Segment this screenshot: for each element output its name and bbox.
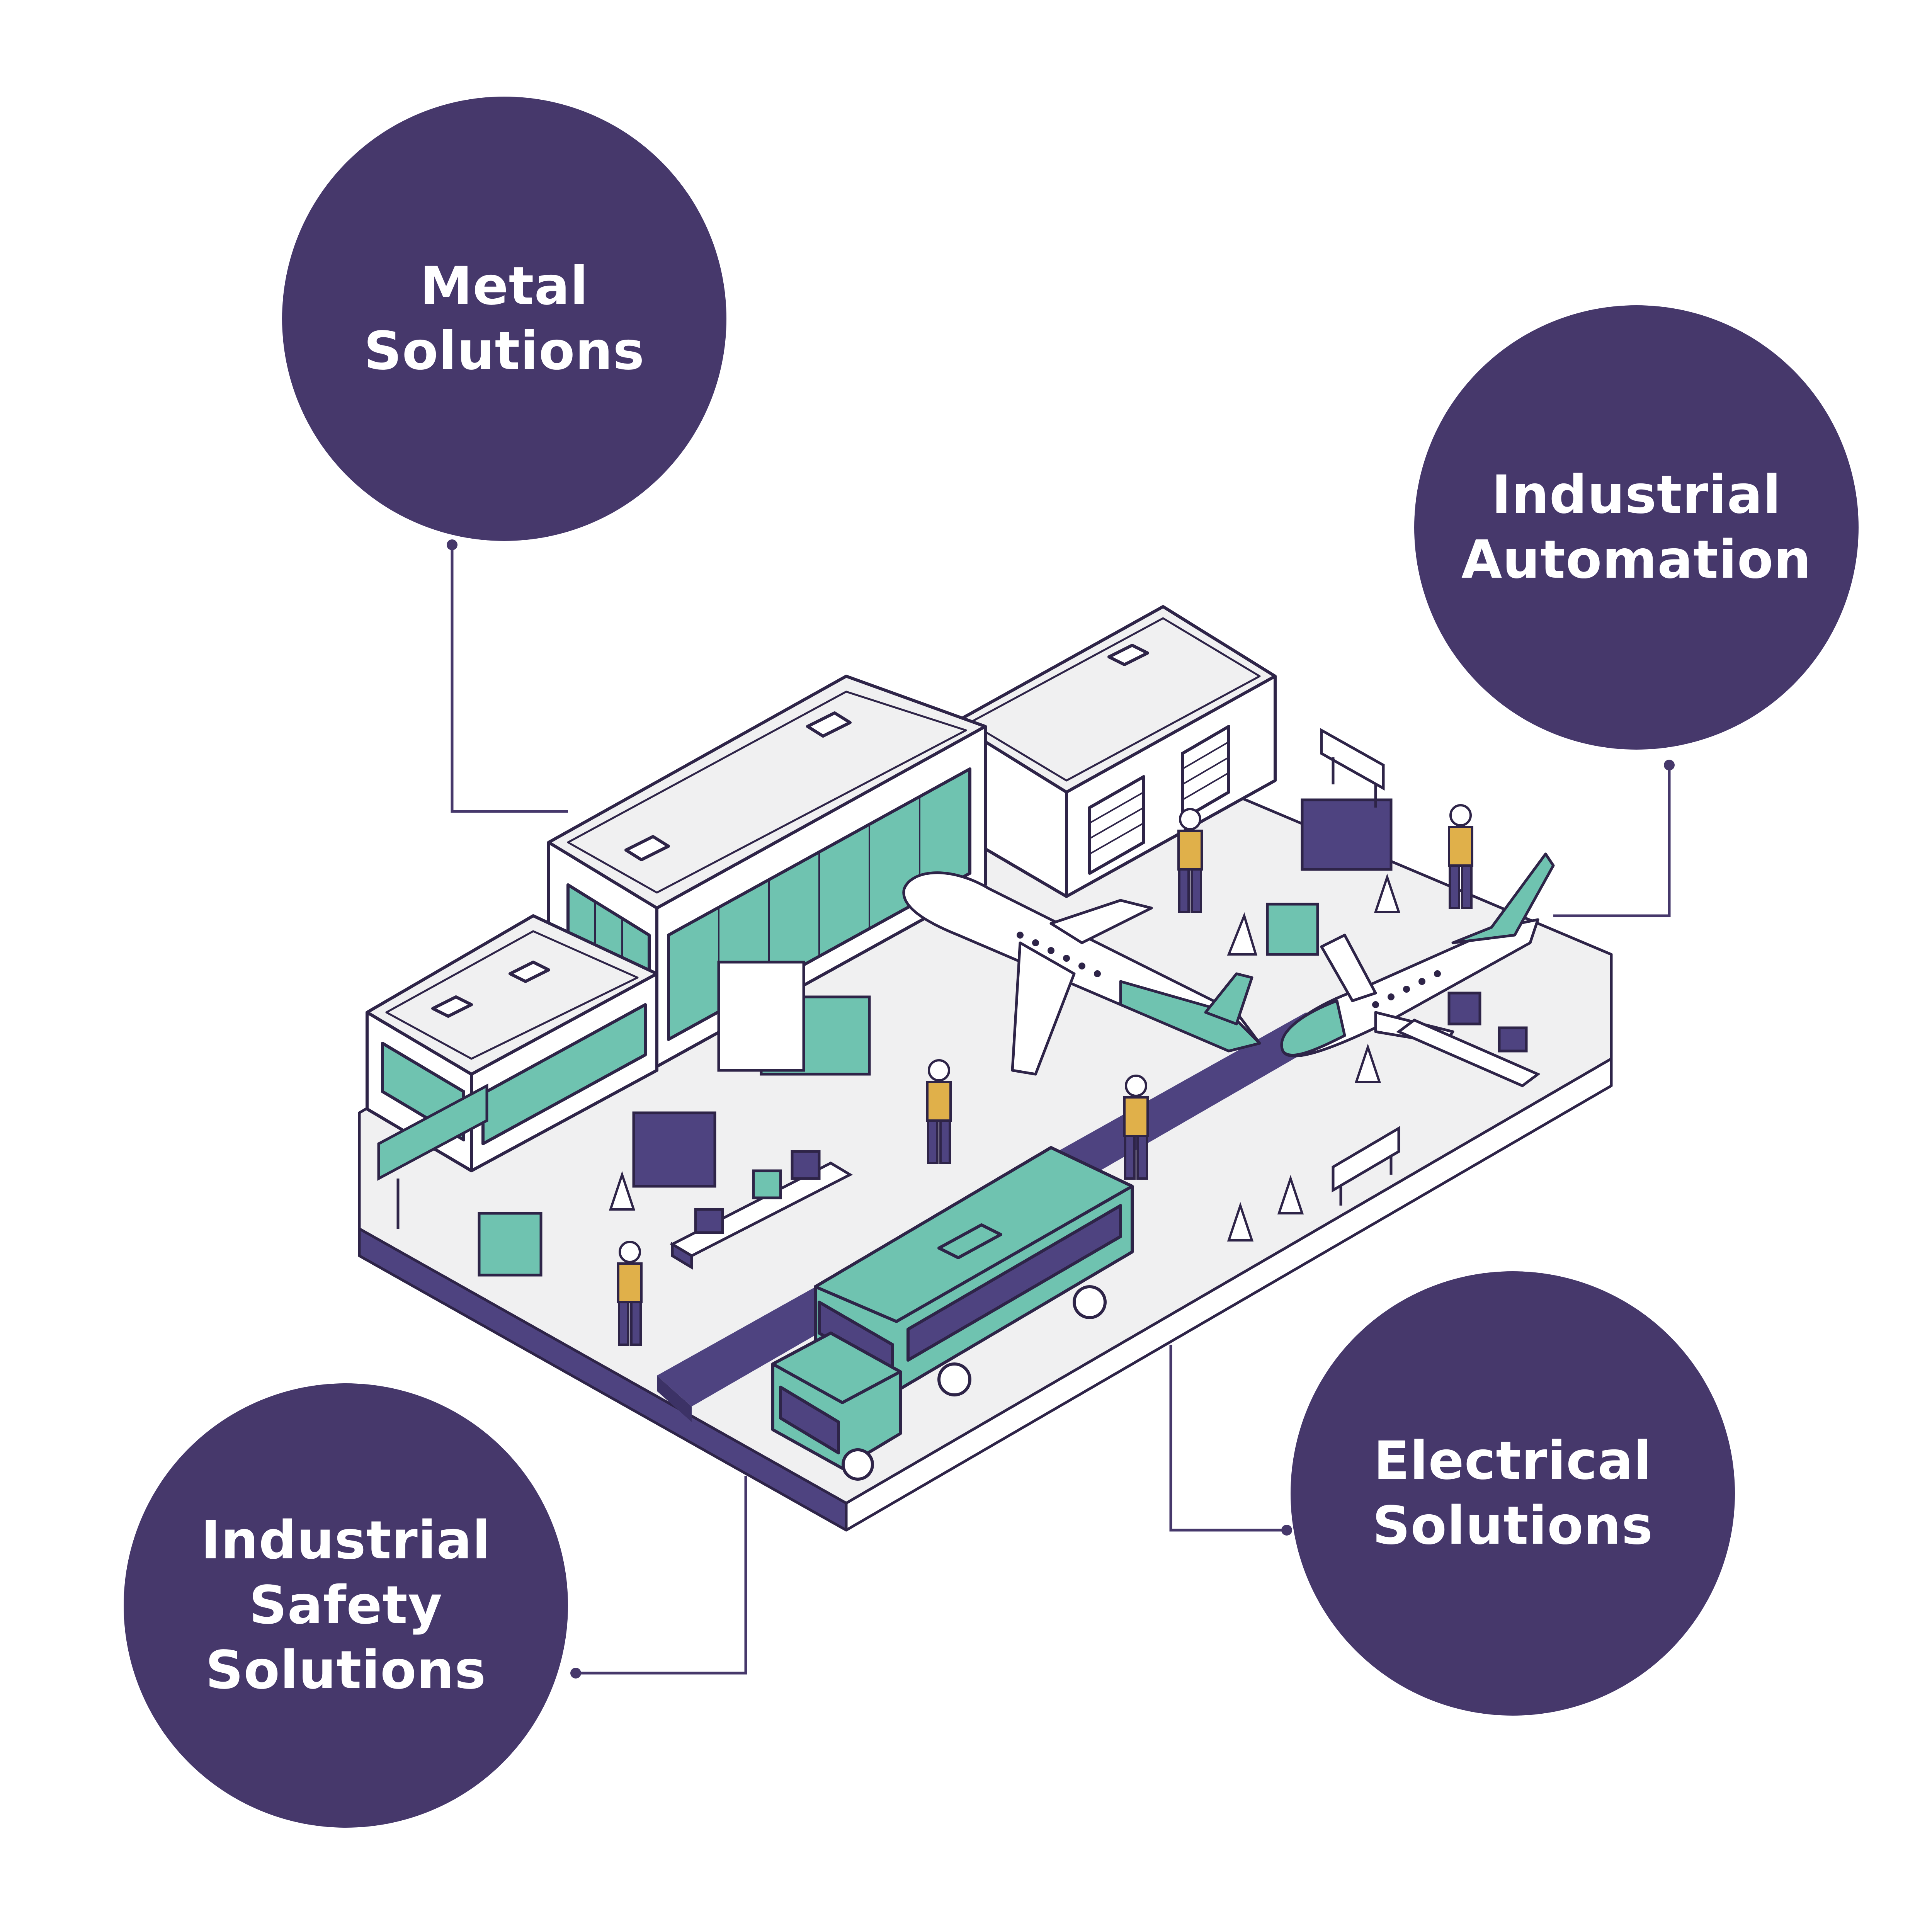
node-label-line: Safety	[249, 1575, 443, 1636]
truck-icon	[771, 1332, 902, 1481]
node-industrial-automation: Industrial Automation	[1414, 305, 1859, 750]
bus-icon	[814, 1146, 1134, 1396]
node-label: Metal Solutions	[364, 254, 645, 384]
node-label-line: Electrical	[1373, 1430, 1652, 1492]
node-industrial-safety-solutions: Industrial Safety Solutions	[124, 1383, 568, 1828]
node-label-line: Metal	[420, 256, 588, 317]
connector-electrical-solutions	[1169, 1345, 1292, 1536]
node-label-line: Automation	[1461, 529, 1811, 590]
connector-lines	[447, 539, 1675, 1679]
signboard-icon	[377, 1083, 488, 1229]
node-label-line: Solutions	[1372, 1495, 1653, 1556]
worker-icon	[617, 804, 1473, 1346]
cargo-box-icon	[478, 798, 1393, 1277]
connector-industrial-safety-solutions	[570, 1476, 747, 1679]
traffic-cone-icon	[609, 873, 1401, 1242]
node-label-line: Solutions	[205, 1640, 486, 1701]
node-label: Industrial Safety Solutions	[201, 1508, 491, 1703]
node-label: Electrical Solutions	[1372, 1429, 1653, 1558]
node-label-line: Industrial	[201, 1510, 491, 1571]
conveyor-belt-icon	[1396, 992, 1541, 1088]
node-label-line: Solutions	[364, 321, 645, 382]
node-label: Industrial Automation	[1461, 463, 1811, 592]
road-barrier-icon	[1332, 1126, 1400, 1206]
signboard-icon	[1320, 728, 1385, 808]
airplane-icon	[902, 871, 1261, 1076]
node-metal-solutions: Metal Solutions	[282, 97, 726, 541]
connector-industrial-automation	[1553, 760, 1675, 917]
node-label-line: Industrial	[1492, 464, 1781, 526]
conveyor-belt-icon	[669, 1150, 853, 1270]
node-electrical-solutions: Electrical Solutions	[1291, 1271, 1735, 1716]
connector-metal-solutions	[447, 539, 568, 813]
airplane-icon	[1280, 852, 1555, 1058]
